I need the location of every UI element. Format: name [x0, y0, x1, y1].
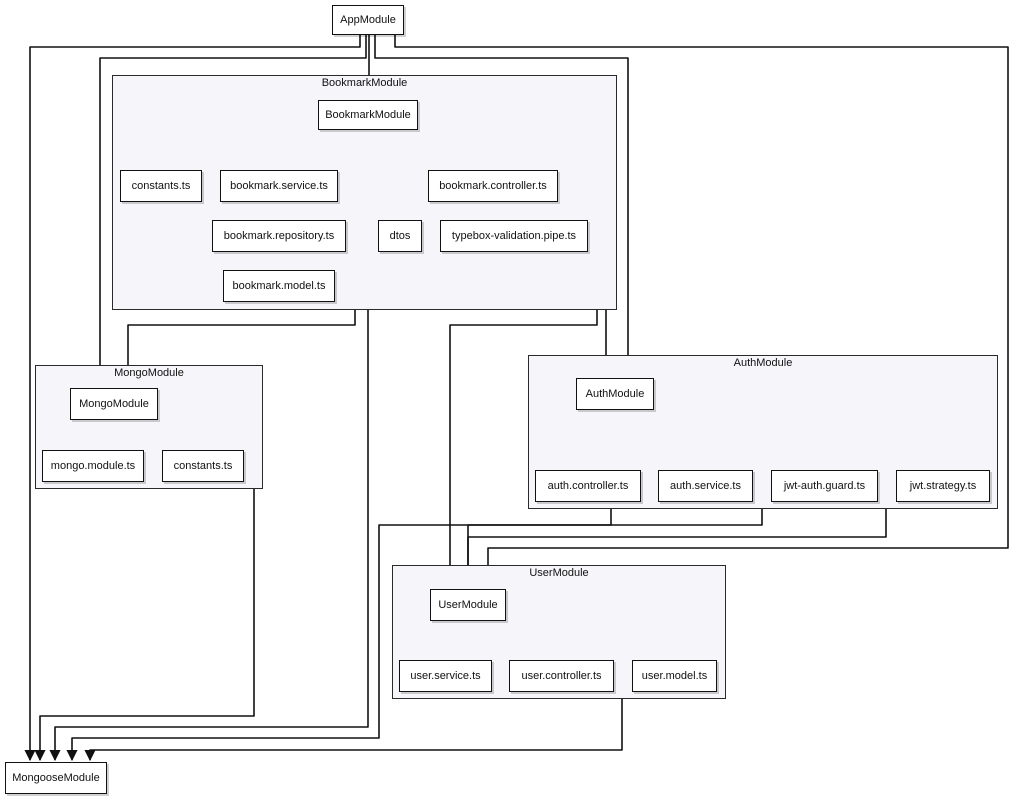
auth-service-node[interactable]: auth.service.ts [658, 470, 753, 502]
bookmark-pipe-node[interactable]: typebox-validation.pipe.ts [440, 220, 588, 252]
jwt-strategy-node[interactable]: jwt.strategy.ts [896, 470, 990, 502]
mongo-module-node[interactable]: MongoModule [70, 388, 158, 420]
auth-group-title: AuthModule [733, 357, 793, 369]
edge-app-to-user [394, 35, 1009, 589]
bookmark-module-node[interactable]: BookmarkModule [318, 100, 418, 130]
mongo-group-title: MongoModule [114, 367, 184, 379]
mongo-module-ts-node[interactable]: mongo.module.ts [42, 450, 144, 482]
bookmark-repository-node[interactable]: bookmark.repository.ts [212, 220, 346, 252]
bookmark-group-title: BookmarkModule [321, 77, 408, 89]
mongo-constants-node[interactable]: constants.ts [162, 450, 244, 482]
bookmark-dtos-node[interactable]: dtos [378, 220, 422, 252]
edge-bm-to-mongoose [49, 130, 369, 762]
bookmark-constants-node[interactable]: constants.ts [120, 170, 202, 202]
edge-app-to-auth [374, 35, 634, 378]
user-group-title: UserModule [529, 567, 589, 579]
user-controller-node[interactable]: user.controller.ts [509, 660, 614, 692]
edge-app-to-mongoose [24, 35, 361, 762]
jwt-auth-guard-node[interactable]: jwt-auth.guard.ts [771, 470, 878, 502]
bookmark-controller-node[interactable]: bookmark.controller.ts [428, 170, 558, 202]
bookmark-service-node[interactable]: bookmark.service.ts [220, 170, 338, 202]
user-service-node[interactable]: user.service.ts [399, 660, 492, 692]
bookmark-model-node[interactable]: bookmark.model.ts [223, 270, 335, 302]
edge-app-to-mongo [94, 35, 367, 388]
mongoose-module-node[interactable]: MongooseModule [5, 762, 107, 794]
user-module-node[interactable]: UserModule [430, 589, 506, 621]
app-module-node[interactable]: AppModule [332, 5, 404, 35]
auth-module-node[interactable]: AuthModule [576, 378, 654, 410]
user-model-node[interactable]: user.model.ts [632, 660, 717, 692]
auth-controller-node[interactable]: auth.controller.ts [535, 470, 641, 502]
